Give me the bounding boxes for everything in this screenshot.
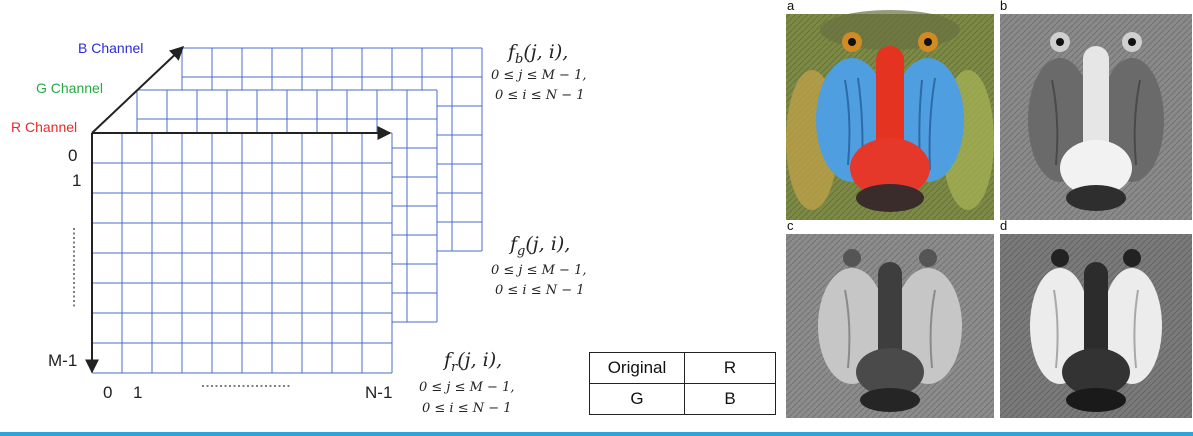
- row-start-label: 0: [68, 146, 77, 165]
- fg-label: fg(j, i), 0 ≤ j ≤ M − 1, 0 ≤ i ≤ N − 1: [491, 233, 587, 298]
- fb-cond-i: 0 ≤ i ≤ N − 1: [495, 88, 585, 103]
- b-channel-label: B Channel: [78, 40, 143, 56]
- mandrill-color-image: [786, 10, 994, 220]
- legend-cell-r: R: [684, 352, 776, 384]
- col-start-label: 0: [103, 383, 112, 402]
- panel-d-label: d: [1000, 218, 1007, 233]
- mandrill-blue-channel-image: [1000, 234, 1192, 418]
- legend-row: Original R: [589, 352, 776, 384]
- mandrill-green-channel-image: [786, 234, 994, 418]
- depth-axis-arrow: [91, 46, 185, 134]
- r-channel-label: R Channel: [11, 119, 77, 135]
- fg-cond-i: 0 ≤ i ≤ N − 1: [495, 283, 585, 298]
- svg-text:fr(j, i),: fr(j, i),: [442, 349, 502, 375]
- panel-b-label: b: [1000, 0, 1007, 13]
- fb-label: fb(j, i), 0 ≤ j ≤ M − 1, 0 ≤ i ≤ N − 1: [491, 41, 587, 103]
- legend-cell-b: B: [684, 383, 776, 415]
- legend-cell-g: G: [589, 383, 685, 415]
- legend-row: G B: [589, 383, 776, 415]
- col-end-label: N-1: [365, 383, 392, 402]
- fg-cond-j: 0 ≤ j ≤ M − 1,: [491, 263, 587, 278]
- panel-legend-table: Original R G B: [589, 352, 776, 415]
- panel-a-label: a: [787, 0, 795, 13]
- col-next-label: 1: [133, 383, 142, 402]
- fr-cond-j: 0 ≤ j ≤ M − 1,: [419, 380, 515, 395]
- svg-text:fg(j, i),: fg(j, i),: [508, 233, 570, 259]
- fr-cond-i: 0 ≤ i ≤ N − 1: [422, 401, 512, 416]
- row-next-label: 1: [72, 171, 81, 190]
- mandrill-red-channel-image: [1000, 14, 1192, 220]
- r-channel-grid: [91, 132, 393, 374]
- svg-text:fb(j, i),: fb(j, i),: [506, 41, 568, 67]
- row-end-label: M-1: [48, 351, 77, 370]
- fb-cond-j: 0 ≤ j ≤ M − 1,: [491, 68, 587, 83]
- fr-label: fr(j, i), 0 ≤ j ≤ M − 1, 0 ≤ i ≤ N − 1: [419, 349, 515, 416]
- panel-c-label: c: [787, 218, 794, 233]
- g-channel-label: G Channel: [36, 80, 103, 96]
- legend-cell-original: Original: [589, 352, 685, 384]
- bottom-accent-bar: [0, 432, 1193, 436]
